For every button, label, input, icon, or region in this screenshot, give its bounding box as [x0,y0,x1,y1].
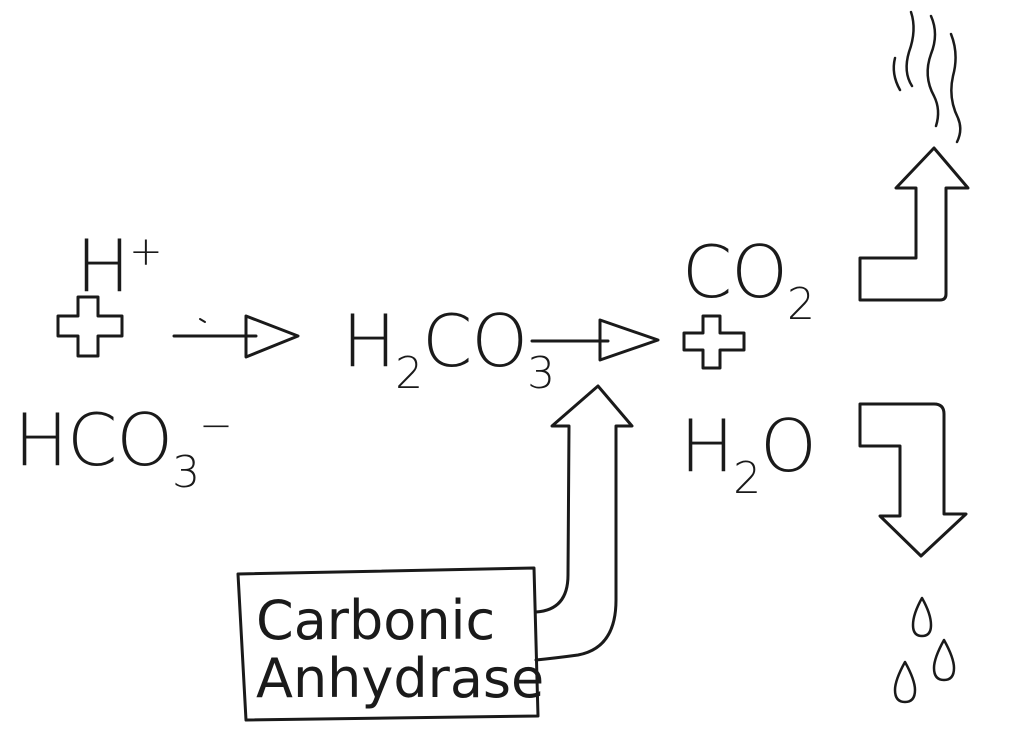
water-formula: H2O [680,410,817,501]
carbonic-acid-hydrogen: H [342,299,396,383]
reaction-arrow-icon [532,320,658,360]
proton-formula: H+ [76,229,163,302]
carbonic-acid-carbonate: CO [422,299,528,383]
bicarbonate-charge: − [199,403,233,449]
proton-symbol: H [76,224,130,308]
plus-icon [58,297,122,356]
enzyme-label-line-2: Anhydrase [256,647,545,710]
bicarbonate-subscript: 3 [172,447,200,498]
down-hollow-arrow-icon [860,404,966,556]
carbon-dioxide-subscript: 2 [786,279,815,330]
carbonic-acid-subscript-h: 2 [395,348,423,399]
bicarbonate-symbol: HCO [14,398,173,482]
water-droplets-icon [895,598,954,702]
up-hollow-arrow-icon [860,148,968,300]
plus-icon [684,316,744,368]
gas-vapor-icon [894,12,961,142]
carbonic-acid-subscript-o: 3 [527,348,555,399]
reaction-arrow-icon [174,316,298,357]
bicarbonate-formula: HCO3− [14,403,233,495]
proton-charge: + [129,229,163,275]
carbonic-acid-formula: H2CO3 [342,305,555,396]
up-hollow-arrow-icon [536,386,632,660]
carbon-dioxide-symbol: CO [682,230,788,314]
enzyme-box [238,568,538,720]
carbon-dioxide-formula: CO2 [682,236,815,327]
water-oxygen: O [760,404,817,488]
water-hydrogen: H [680,404,734,488]
enzyme-label-line-1: Carbonic [256,589,496,652]
water-subscript: 2 [733,453,761,504]
